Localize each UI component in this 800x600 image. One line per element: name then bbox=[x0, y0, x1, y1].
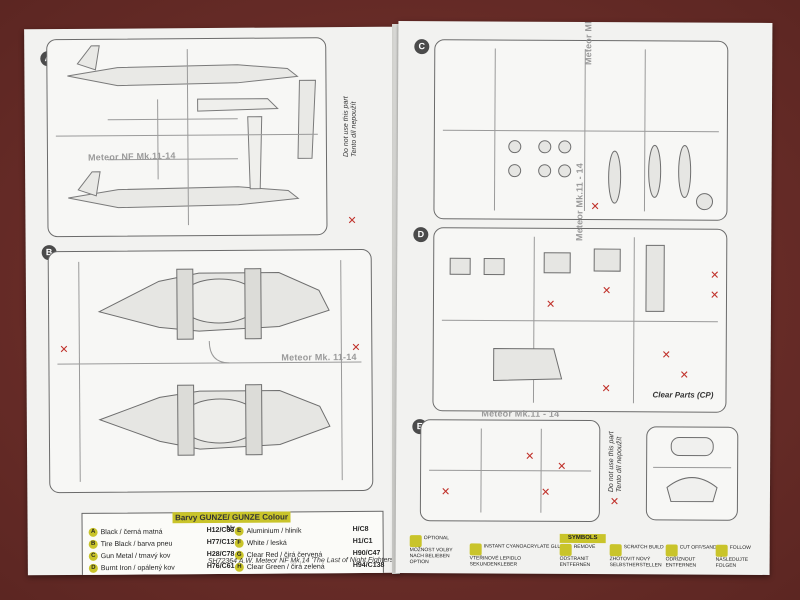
remove-cross-mark: ✕ bbox=[59, 342, 69, 357]
remove-cross-mark: ✕ bbox=[709, 288, 720, 302]
footer-title: SH72364 A.W. Meteor NF Mk.14 'The Last o… bbox=[207, 556, 395, 566]
remove-cross-mark: ✕ bbox=[525, 449, 535, 463]
sprue-c-frame: Meteor Mk.11 - 14 ✕ bbox=[433, 21, 729, 221]
remove-cross-mark: ✕ bbox=[540, 485, 551, 499]
remove-cross-mark: ✕ bbox=[440, 485, 451, 499]
clear-parts-title: Clear Parts (CP) bbox=[652, 390, 714, 400]
follow-icon bbox=[715, 544, 728, 557]
remove-cross-mark: ✕ bbox=[679, 368, 689, 382]
cut-off-icon bbox=[665, 544, 678, 557]
section-badge-c: C bbox=[414, 39, 430, 55]
remove-cross-mark: ✕ bbox=[557, 459, 567, 473]
remove-cross-mark: ✕ bbox=[609, 495, 620, 509]
sprue-a-drawing bbox=[55, 45, 318, 226]
remove-cross-mark: ✕ bbox=[351, 340, 361, 355]
optional-icon bbox=[409, 535, 422, 548]
remove-cross-mark: ✕ bbox=[590, 200, 600, 214]
symbol-cut-off: CUT OFF/SAND ODŘÍZNOUT ENTFERNEN bbox=[665, 544, 717, 569]
symbols-header: SYMBOLS bbox=[559, 533, 606, 544]
symbol-scratch-build: SCRATCH BUILD ZHOTOVIT NOVÝ SELBSTHERSTE… bbox=[609, 544, 664, 569]
remove-cross-mark: ✕ bbox=[347, 213, 357, 228]
sprue-e-title: Meteor Mk.11 - 14 bbox=[481, 408, 560, 419]
left-page: A B bbox=[24, 26, 398, 576]
symbol-optional: OPTIONAL MOŽNOST VOLBY NACH BELIEBEN OPT… bbox=[409, 535, 453, 566]
sprue-e-frame: Meteor Mk.11 - 14 ✕ ✕ ✕ ✕ bbox=[419, 408, 601, 523]
remove-icon bbox=[559, 543, 572, 556]
section-badge-d: D bbox=[413, 227, 429, 243]
sprue-b-frame: Meteor Mk. 11-14 ✕ ✕ bbox=[47, 248, 374, 494]
symbol-remove: REMOVE ODSTRANIT ENTFERNEN bbox=[559, 543, 596, 569]
symbol-follow: FOLLOW NÁSLEDUJTE FOLGEN bbox=[715, 544, 751, 569]
clear-parts-drawing bbox=[653, 437, 732, 503]
right-page: C D E Meteor Mk.11 - 14 ✕ bbox=[395, 21, 773, 575]
symbols-legend: SYMBOLS OPTIONAL MOŽNOST VOLBY NACH BELI… bbox=[409, 533, 758, 569]
sprue-d-drawing bbox=[441, 236, 718, 404]
remove-cross-mark: ✕ bbox=[710, 268, 720, 282]
sprue-c-title: Meteor Mk.11 - 14 bbox=[583, 21, 594, 66]
sprue-e-drawing bbox=[429, 428, 592, 513]
glue-icon bbox=[469, 543, 482, 556]
symbol-glue: INSTANT CYANOACRYLATE GLUE VTEŘINOVÉ LEP… bbox=[469, 543, 565, 568]
sprue-b-drawing bbox=[57, 260, 362, 482]
sprue-b-title: Meteor Mk. 11-14 bbox=[281, 351, 357, 363]
do-not-use-note: Do not use this part Tento díl nepoužít bbox=[342, 96, 358, 158]
remove-cross-mark: ✕ bbox=[601, 382, 611, 396]
remove-cross-mark: ✕ bbox=[602, 284, 612, 298]
remove-cross-mark: ✕ bbox=[661, 348, 671, 362]
clear-parts-frame bbox=[645, 426, 739, 521]
colour-table-header: Barvy GUNZE/ GUNZE Colour Nr. bbox=[172, 511, 291, 533]
sprue-a-title: Meteor NF Mk.11-14 bbox=[87, 150, 176, 163]
sprue-d-title: Meteor Mk.11 - 14 bbox=[574, 163, 585, 242]
page-footer: SH72364 A.W. Meteor NF Mk.14 'The Last o… bbox=[207, 554, 398, 567]
do-not-use-note-right: Do not use this part Tento díl nepoužít bbox=[607, 431, 624, 493]
sprue-a-frame: Meteor NF Mk.11-14 bbox=[46, 37, 328, 238]
remove-cross-mark: ✕ bbox=[545, 297, 556, 311]
sprue-d-frame: Meteor Mk.11 - 14 ✕ ✕ ✕ ✕ ✕ ✕ ✕ bbox=[432, 163, 728, 413]
sprue-c-drawing bbox=[442, 48, 719, 212]
scratch-build-icon bbox=[609, 544, 622, 557]
